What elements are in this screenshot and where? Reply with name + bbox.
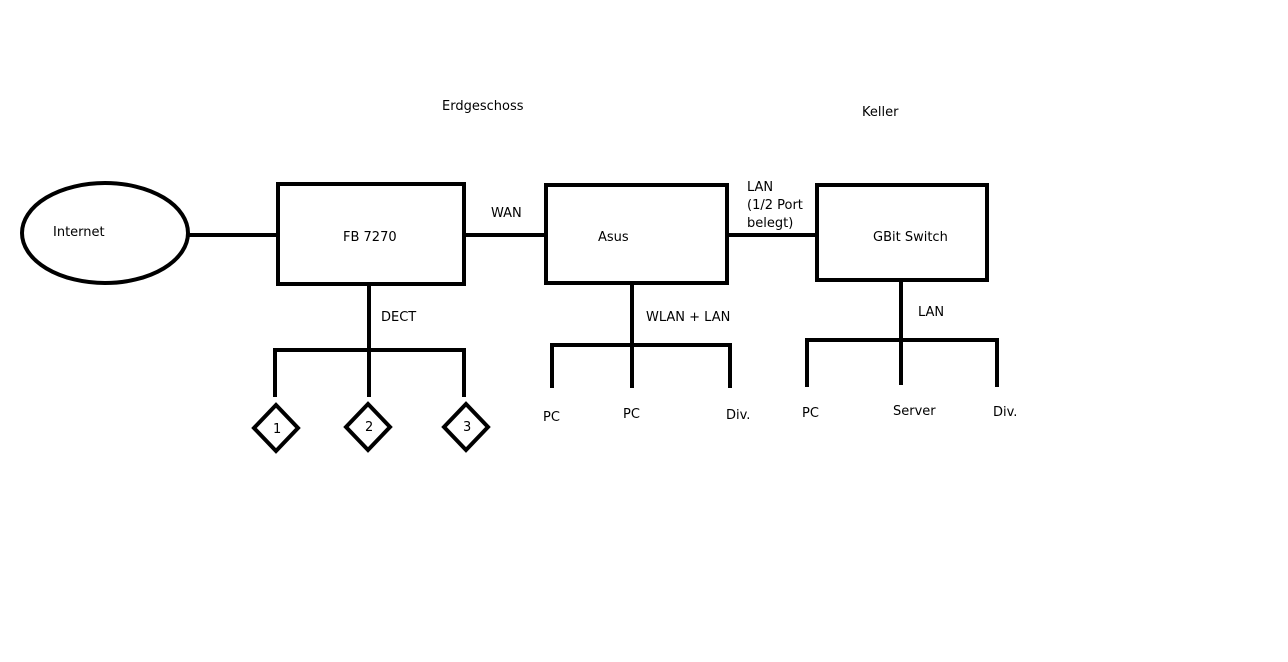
wan-label: WAN xyxy=(491,206,522,221)
switch-client-2-label: Server xyxy=(893,404,936,419)
dect-handset-3-label: 3 xyxy=(463,420,471,435)
switch-lan-label: LAN xyxy=(918,305,944,320)
lan-label-line2: (1/2 Port xyxy=(747,198,803,213)
lan-label-line1: LAN xyxy=(747,180,773,195)
switch-node xyxy=(815,183,989,282)
internet-label: Internet xyxy=(53,225,105,240)
dect-handset-3 xyxy=(441,401,491,453)
asus-label: Asus xyxy=(598,230,629,245)
asus-client-2-label: PC xyxy=(623,407,640,422)
lan-label-line3: belegt) xyxy=(747,216,793,231)
dect-handset-2 xyxy=(343,401,393,453)
zone-label-erdgeschoss: Erdgeschoss xyxy=(442,99,524,114)
internet-node xyxy=(20,181,190,285)
dect-label: DECT xyxy=(381,310,416,325)
fritzbox-label: FB 7270 xyxy=(343,230,397,245)
switch-label: GBit Switch xyxy=(873,230,948,245)
dect-handset-1-label: 1 xyxy=(273,422,281,437)
asus-client-1-label: PC xyxy=(543,410,560,425)
switch-client-1-label: PC xyxy=(802,406,819,421)
zone-label-keller: Keller xyxy=(862,105,899,120)
switch-client-3-label: Div. xyxy=(993,405,1017,420)
dect-handset-2-label: 2 xyxy=(365,420,373,435)
dect-handset-1 xyxy=(251,402,301,454)
wlan-lan-label: WLAN + LAN xyxy=(646,310,730,325)
asus-node xyxy=(544,183,729,285)
asus-client-3-label: Div. xyxy=(726,408,750,423)
